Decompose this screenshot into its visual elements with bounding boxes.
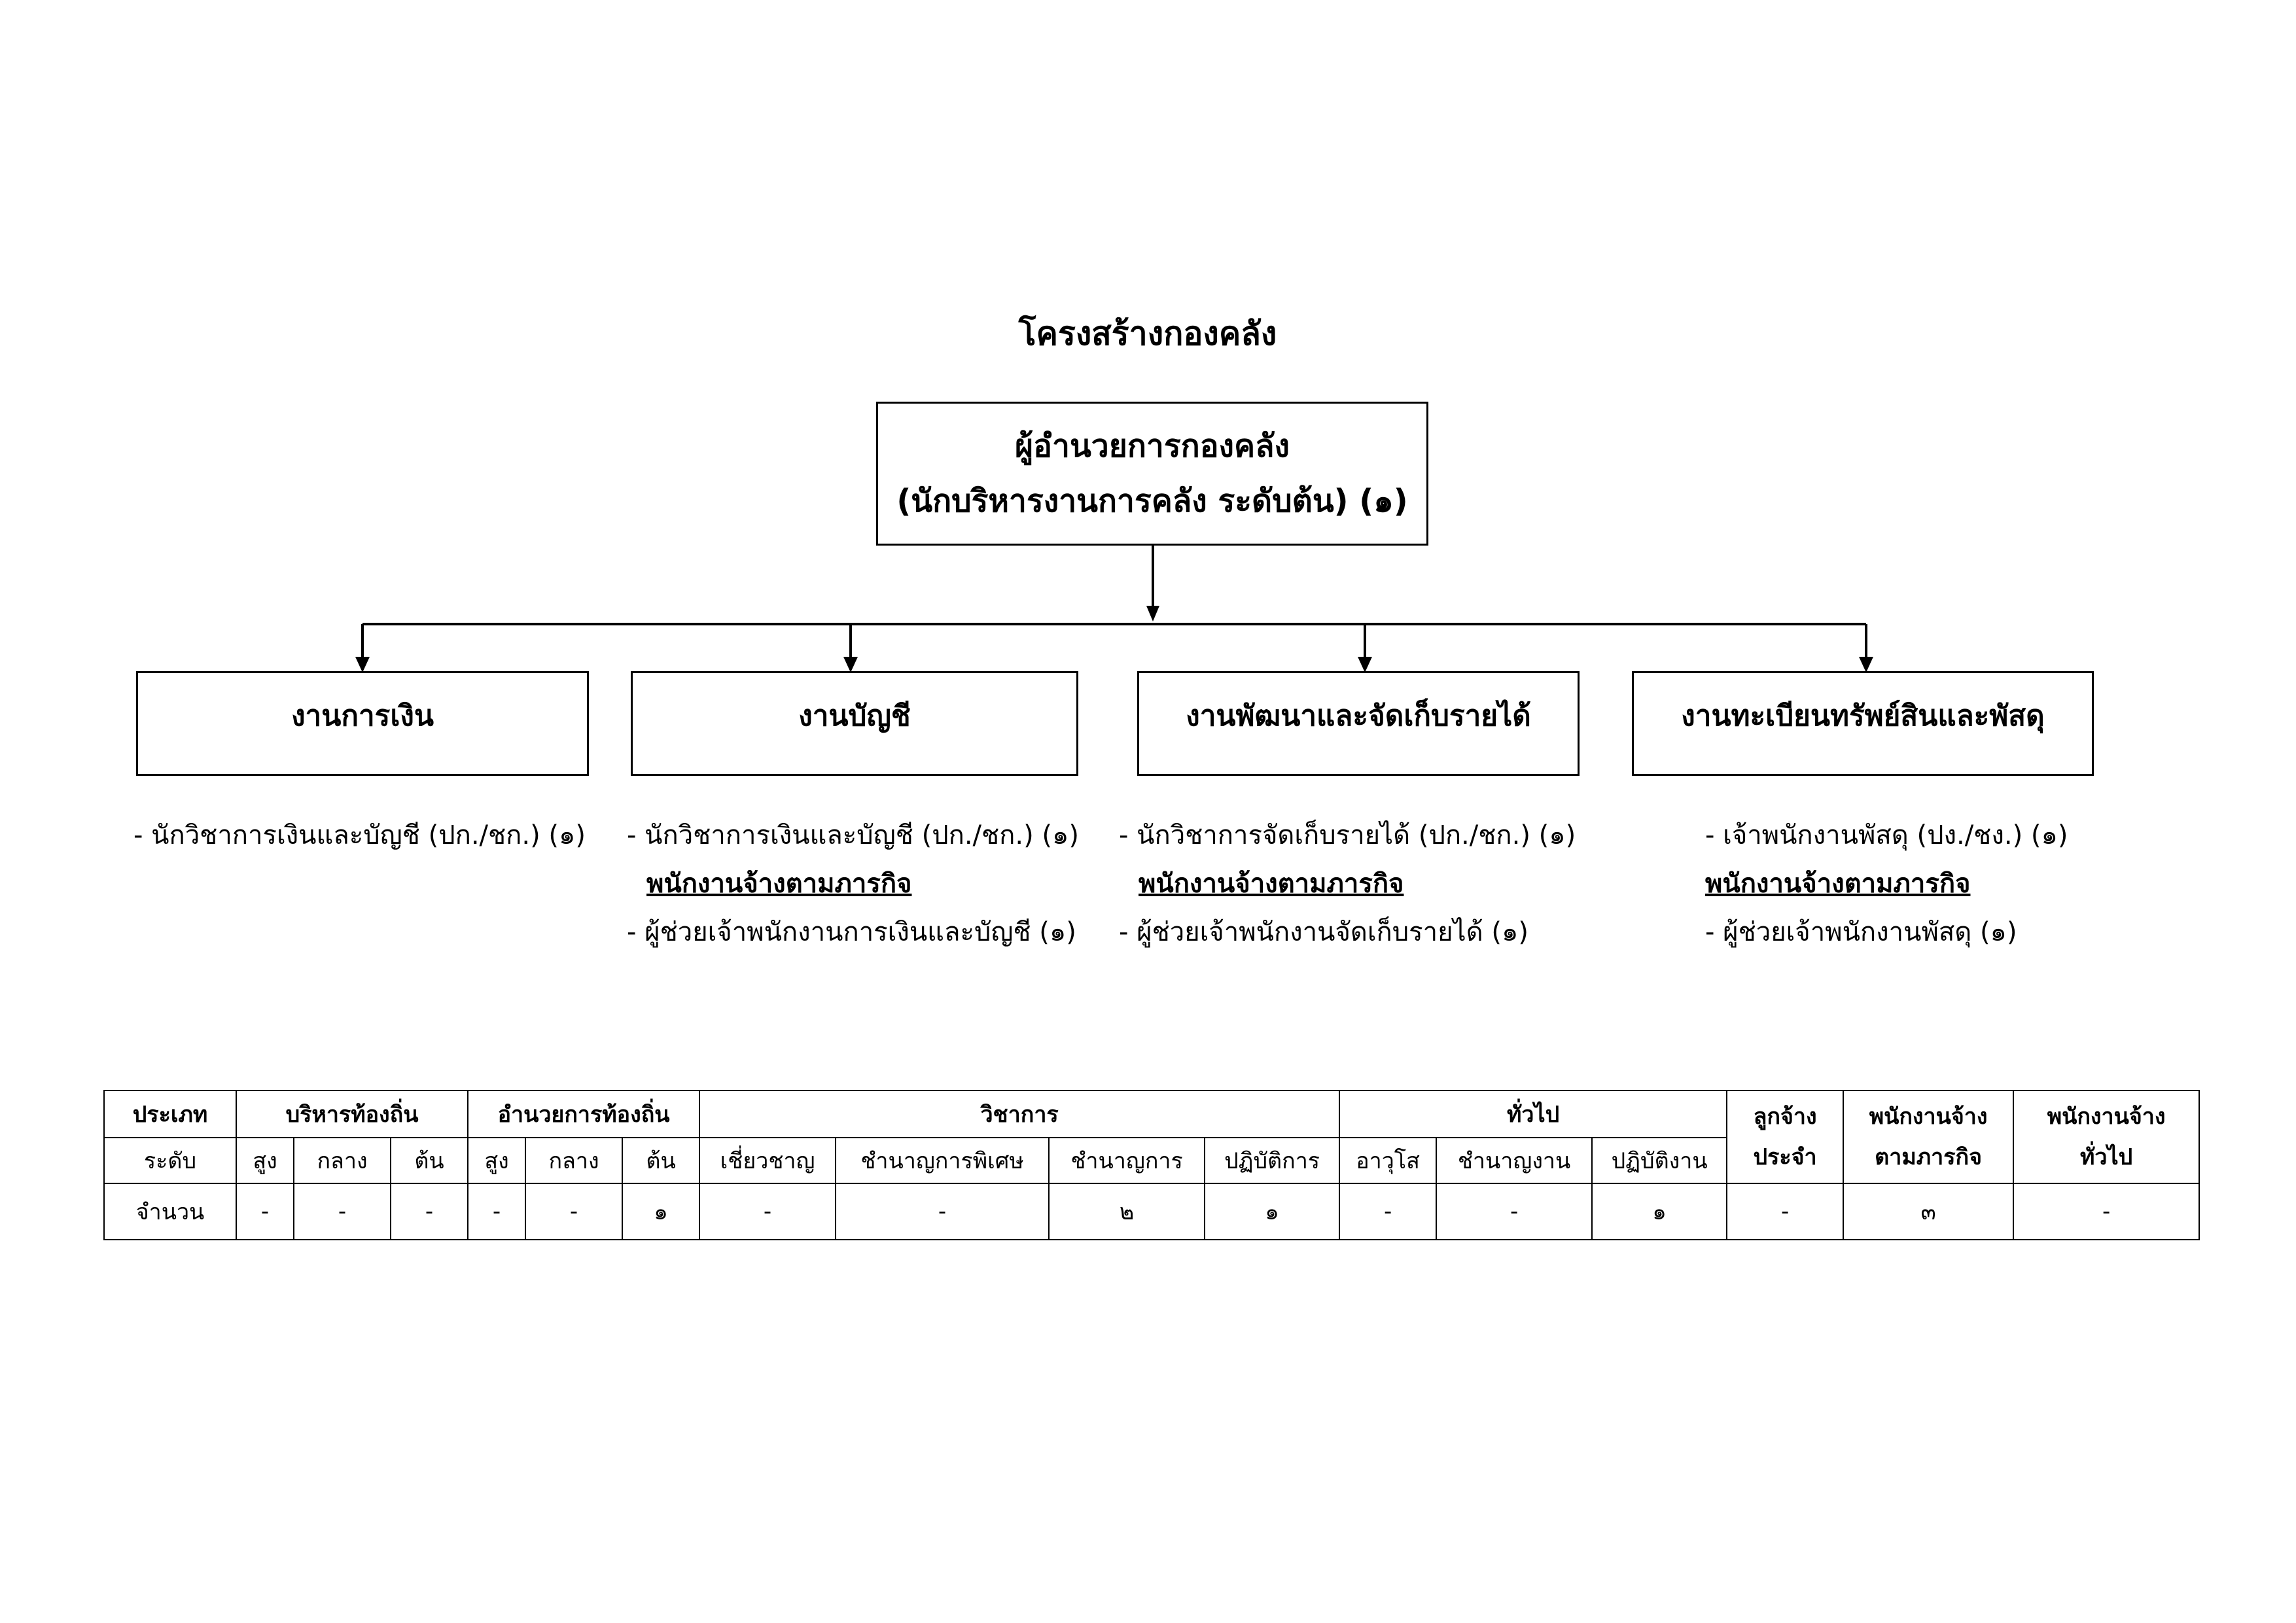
table-row-count: จำนวน - - - - - ๑ - - ๒ ๑ - - ๑ - ๓ - <box>103 1183 2200 1240</box>
staff-revenue-contract: - ผู้ช่วยเจ้าพนักงานจัดเก็บรายได้ (๑) <box>1119 917 1528 947</box>
unit-box-finance: งานการเงิน <box>136 671 589 776</box>
level-cell: กลาง <box>525 1137 624 1184</box>
type-header: ประเภท <box>103 1090 237 1138</box>
count-cell: ๑ <box>1591 1183 1728 1240</box>
level-header: ระดับ <box>103 1137 237 1184</box>
unit-name-finance: งานการเงิน <box>291 699 434 733</box>
count-cell: - <box>699 1183 837 1240</box>
arrow-unit-4 <box>1859 657 1873 672</box>
level-cell: สูง <box>467 1137 527 1184</box>
permanent-employee-header: ลูกจ้าง ประจำ <box>1726 1090 1845 1184</box>
level-cell: ปฏิบัติการ <box>1204 1137 1341 1184</box>
count-cell: - <box>389 1183 469 1240</box>
level-cell: สูง <box>236 1137 294 1184</box>
count-cell: - <box>835 1183 1050 1240</box>
count-cell: - <box>1339 1183 1438 1240</box>
group-local-director: อำนวยการท้องถิ่น <box>467 1090 701 1138</box>
staff-revenue-contract-heading: พนักงานจ้างตามภารกิจ <box>1139 869 1404 899</box>
staff-supplies-officer: - เจ้าพนักงานพัสดุ (ปง./ชง.) (๑) <box>1705 820 2068 850</box>
director-title: ผู้อำนวยการกองคลัง <box>1015 428 1290 464</box>
count-cell: - <box>236 1183 294 1240</box>
general-employee-header: พนักงานจ้าง ทั่วไป <box>2013 1090 2200 1184</box>
table-row-type: ประเภท บริหารท้องถิ่น อำนวยการท้องถิ่น ว… <box>103 1090 2200 1184</box>
staff-supplies-contract: - ผู้ช่วยเจ้าพนักงานพัสดุ (๑) <box>1705 917 2017 947</box>
page-title: โครงสร้างกองคลัง <box>1018 315 1277 353</box>
count-cell: - <box>1436 1183 1593 1240</box>
count-cell: ๒ <box>1048 1183 1206 1240</box>
mission-employee-line2: ตามภารกิจ <box>1875 1144 1983 1170</box>
level-cell: เชี่ยวชาญ <box>699 1137 837 1184</box>
staff-accounting-officer: - นักวิชาการเงินและบัญชี (ปก./ชก.) (๑) <box>627 820 1080 850</box>
director-box: ผู้อำนวยการกองคลัง (นักบริหารงานการคลัง … <box>876 402 1428 546</box>
level-cell: ต้น <box>389 1137 469 1184</box>
level-cell: ชำนาญการพิเศษ <box>835 1137 1050 1184</box>
count-cell: ๓ <box>1843 1183 2015 1240</box>
mission-employee-header: พนักงานจ้าง ตามภารกิจ <box>1843 1090 2015 1184</box>
count-cell: ๑ <box>1204 1183 1341 1240</box>
level-cell: ปฏิบัติงาน <box>1591 1137 1728 1184</box>
director-position: (นักบริหารงานการคลัง ระดับต้น) (๑) <box>896 483 1408 519</box>
staff-accounting-contract: - ผู้ช่วยเจ้าพนักงานการเงินและบัญชี (๑) <box>627 917 1076 947</box>
unit-name-accounting: งานบัญชี <box>798 699 911 733</box>
count-cell: - <box>1726 1183 1845 1240</box>
level-cell: ชำนาญการ <box>1048 1137 1206 1184</box>
group-local-admin: บริหารท้องถิ่น <box>235 1090 469 1138</box>
unit-box-accounting: งานบัญชี <box>631 671 1078 776</box>
count-cell: - <box>2013 1183 2200 1240</box>
staff-supplies-contract-heading: พนักงานจ้างตามภารกิจ <box>1705 869 1971 899</box>
staff-finance-officer: - นักวิชาการเงินและบัญชี (ปก./ชก.) (๑) <box>133 820 586 850</box>
staff-list-accounting: - นักวิชาการเงินและบัญชี (ปก./ชก.) (๑) พ… <box>627 811 1079 956</box>
table-row-level: ระดับ สูง กลาง ต้น สูง กลาง ต้น เชี่ยวชา… <box>103 1137 2199 1184</box>
arrow-unit-1 <box>355 657 370 672</box>
level-cell: อาวุโส <box>1339 1137 1438 1184</box>
level-cell: ชำนาญงาน <box>1436 1137 1593 1184</box>
unit-box-assets-supplies: งานทะเบียนทรัพย์สินและพัสดุ <box>1632 671 2094 776</box>
level-cell: กลาง <box>293 1137 391 1184</box>
arrow-unit-3 <box>1358 657 1372 672</box>
unit-name-revenue: งานพัฒนาและจัดเก็บรายได้ <box>1186 699 1531 733</box>
permanent-employee-line1: ลูกจ้าง <box>1753 1104 1817 1130</box>
count-cell: - <box>525 1183 624 1240</box>
arrow-director <box>1146 606 1159 621</box>
staff-accounting-contract-heading: พนักงานจ้างตามภารกิจ <box>646 869 912 899</box>
general-employee-line1: พนักงานจ้าง <box>2047 1104 2166 1130</box>
staff-list-supplies: - เจ้าพนักงานพัสดุ (ปง./ชง.) (๑) พนักงาน… <box>1705 811 2068 956</box>
arrow-unit-2 <box>843 657 858 672</box>
staffing-table: ประเภท บริหารท้องถิ่น อำนวยการท้องถิ่น ว… <box>103 1090 2200 1240</box>
unit-name-assets-supplies: งานทะเบียนทรัพย์สินและพัสดุ <box>1681 699 2045 733</box>
count-cell: ๑ <box>622 1183 701 1240</box>
staff-list-finance: - นักวิชาการเงินและบัญชี (ปก./ชก.) (๑) <box>133 811 586 860</box>
permanent-employee-line2: ประจำ <box>1753 1144 1817 1170</box>
count-header: จำนวน <box>103 1183 237 1240</box>
general-employee-line2: ทั่วไป <box>2080 1144 2133 1170</box>
mission-employee-line1: พนักงานจ้าง <box>1869 1104 1988 1130</box>
count-cell: - <box>293 1183 391 1240</box>
staff-revenue-officer: - นักวิชาการจัดเก็บรายได้ (ปก./ชก.) (๑) <box>1119 820 1576 850</box>
count-cell: - <box>467 1183 527 1240</box>
staff-list-revenue: - นักวิชาการจัดเก็บรายได้ (ปก./ชก.) (๑) … <box>1119 811 1576 956</box>
unit-box-revenue: งานพัฒนาและจัดเก็บรายได้ <box>1137 671 1580 776</box>
group-academic: วิชาการ <box>699 1090 1341 1138</box>
group-general: ทั่วไป <box>1339 1090 1728 1138</box>
level-cell: ต้น <box>622 1137 701 1184</box>
